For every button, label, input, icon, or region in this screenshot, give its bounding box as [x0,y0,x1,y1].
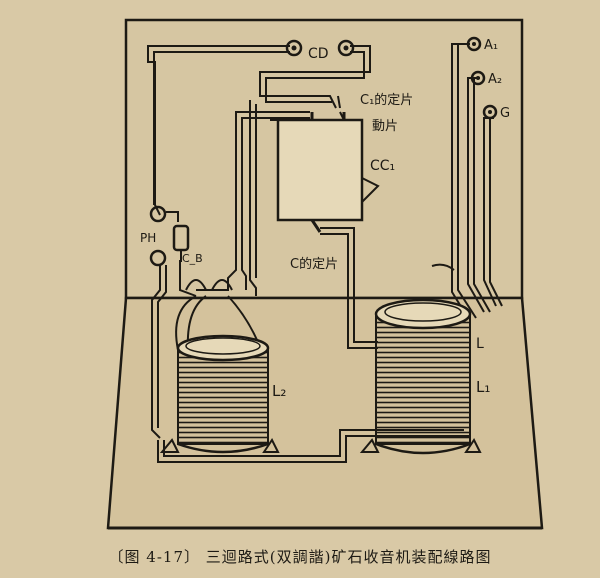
tuning-capacitor-cc1 [276,118,364,222]
label-cc1: CC₁ [370,158,395,174]
label-cb: C_B [182,252,203,265]
figure-caption: 〔图 4-17〕 三迴路式(双調諧)矿石收音机装配線路图 [108,548,492,566]
phone-jack-ph [149,205,167,267]
base-board [106,296,544,530]
label-ph: PH [140,231,156,245]
coil-l1 [374,298,472,455]
label-a2: A₂ [488,72,502,87]
label-a1: A₁ [484,38,498,53]
terminal-a2 [470,70,486,86]
terminal-a1 [466,36,482,52]
detector-cd [285,39,355,57]
label-c1-stator: C₁的定片 [360,92,413,108]
label-l2: L₂ [272,382,286,400]
terminal-g [482,104,498,120]
label-rotor: 動片 [372,119,398,134]
label-l1: L₁ [476,378,490,396]
label-cd: CD [308,46,329,62]
label-c-stator: C的定片 [290,256,338,272]
coil-l2 [176,334,270,454]
label-g: G [500,106,510,121]
label-l: L [476,336,484,352]
